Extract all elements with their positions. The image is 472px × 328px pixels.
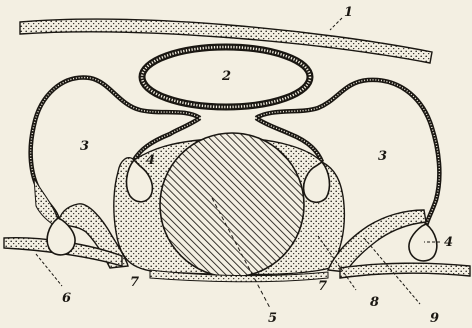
label-6: 6: [62, 291, 71, 306]
label-8: 8: [370, 295, 379, 310]
label-4-right: 4: [444, 235, 453, 250]
label-3-left: 3: [80, 139, 89, 154]
lower-right-band: [340, 263, 470, 278]
label-3-right: 3: [378, 149, 387, 164]
hatched-core: [160, 133, 304, 277]
label-5: 5: [268, 311, 277, 324]
label-1: 1: [344, 5, 353, 20]
label-7-right: 7: [318, 279, 327, 294]
label-2: 2: [221, 69, 231, 84]
label-9: 9: [430, 311, 439, 324]
label-7-left: 7: [130, 275, 139, 290]
label-4-left: 4: [146, 153, 155, 168]
